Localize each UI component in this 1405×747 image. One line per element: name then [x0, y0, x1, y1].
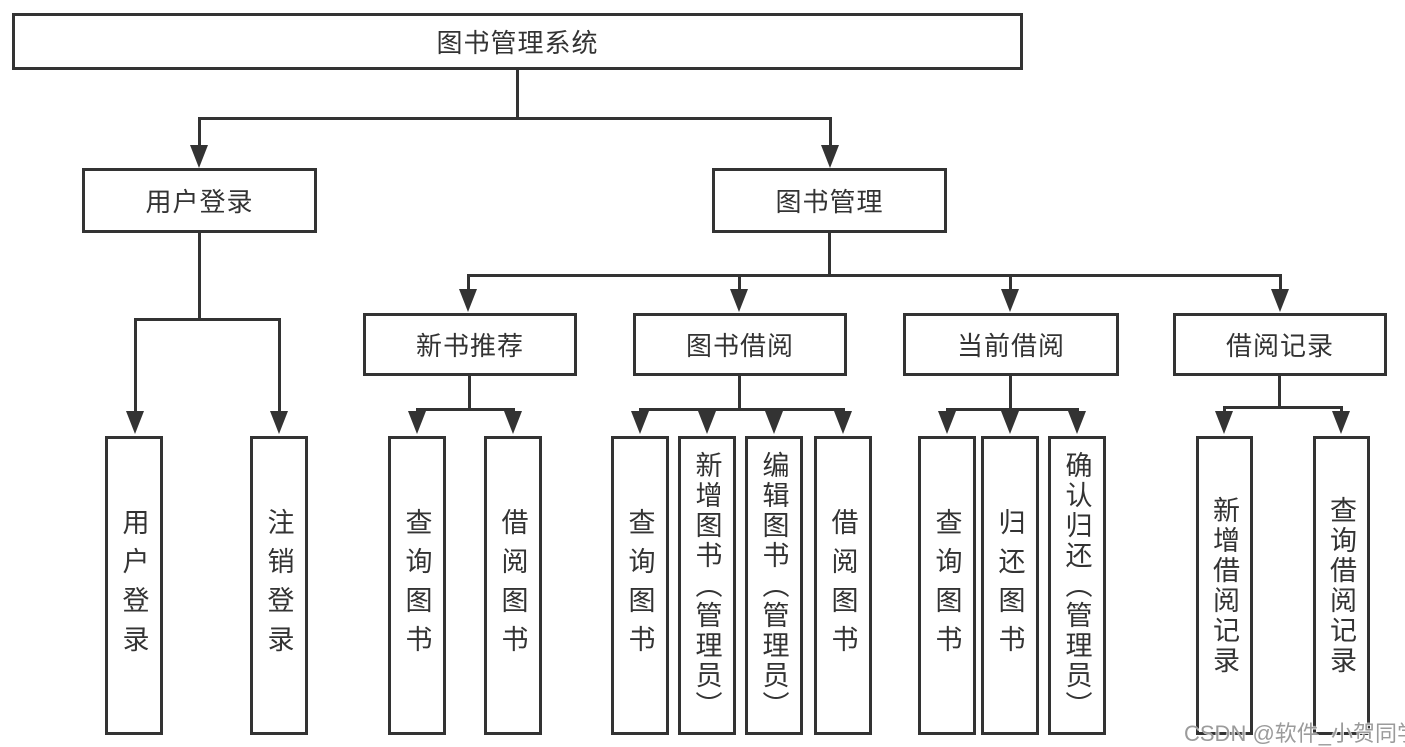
csdn-watermark: CSDN @软件_小贺同学 — [1184, 721, 1405, 746]
leaf-confirm-return-admin: 确认归还（管理员） — [1048, 436, 1106, 735]
connector-line-h — [639, 408, 844, 411]
leaf-borrow-books-recommend: 借阅图书 — [484, 436, 542, 735]
arrow-down-icon — [459, 289, 477, 312]
arrow-down-icon — [190, 145, 208, 168]
leaf-query-books-borrowing: 查询图书 — [611, 436, 669, 735]
arrow-down-icon — [504, 411, 522, 434]
connector-line-v — [1278, 375, 1281, 408]
arrow-down-icon — [698, 411, 716, 434]
arrow-down-icon — [730, 289, 748, 312]
leaf-query-borrow-record: 查询借阅记录 — [1313, 436, 1370, 735]
leaf-borrow-books: 借阅图书 — [814, 436, 872, 735]
connector-line-v — [1009, 408, 1012, 413]
arrow-down-icon — [631, 411, 649, 434]
arrow-down-icon — [1068, 411, 1086, 434]
leaf-add-books-admin: 新增图书（管理员） — [678, 436, 736, 735]
connector-line-v — [198, 232, 201, 321]
connector-line-v — [842, 408, 845, 413]
node-user-login: 用户登录 — [82, 168, 317, 233]
connector-line-h — [1223, 406, 1342, 409]
connector-line-v — [468, 375, 471, 410]
connector-line-v — [1076, 408, 1079, 413]
node-book-borrowing: 图书借阅 — [633, 313, 847, 376]
connector-line-v — [1009, 274, 1012, 291]
connector-line-v — [198, 117, 201, 149]
connector-line-v — [1279, 274, 1282, 291]
node-book-management: 图书管理 — [712, 168, 947, 233]
leaf-logout: 注销登录 — [250, 436, 308, 735]
connector-line-v — [134, 318, 137, 413]
connector-line-v — [416, 408, 419, 413]
arrow-down-icon — [126, 411, 144, 434]
arrow-down-icon — [1271, 289, 1289, 312]
connector-line-v — [467, 274, 470, 291]
connector-line-v — [278, 318, 281, 413]
leaf-add-borrow-record: 新增借阅记录 — [1196, 436, 1253, 735]
connector-line-v — [773, 408, 776, 413]
arrow-down-icon — [408, 411, 426, 434]
leaf-query-books-current: 查询图书 — [918, 436, 976, 735]
node-new-book-recommend: 新书推荐 — [363, 313, 577, 376]
arrow-down-icon — [1215, 411, 1233, 434]
connector-line-v — [829, 117, 832, 149]
connector-line-v — [706, 408, 709, 413]
connector-line-v — [516, 69, 519, 119]
leaf-user-login: 用户登录 — [105, 436, 163, 735]
arrow-down-icon — [938, 411, 956, 434]
arrow-down-icon — [1001, 289, 1019, 312]
arrow-down-icon — [834, 411, 852, 434]
node-root-library-system: 图书管理系统 — [12, 13, 1023, 70]
connector-line-v — [512, 408, 515, 413]
arrow-down-icon — [270, 411, 288, 434]
arrow-down-icon — [821, 145, 839, 168]
leaf-return-books: 归还图书 — [981, 436, 1039, 735]
connector-line-v — [738, 274, 741, 291]
connector-line-h — [467, 274, 1282, 277]
leaf-edit-books-admin: 编辑图书（管理员） — [745, 436, 803, 735]
node-borrowing-records: 借阅记录 — [1173, 313, 1387, 376]
connector-line-v — [738, 375, 741, 410]
arrow-down-icon — [1332, 411, 1350, 434]
connector-line-v — [1340, 406, 1343, 413]
connector-line-v — [639, 408, 642, 413]
connector-line-v — [946, 408, 949, 413]
connector-line-h — [134, 318, 281, 321]
connector-line-v — [1223, 406, 1226, 413]
connector-line-h — [198, 117, 832, 120]
connector-line-h — [416, 408, 514, 411]
node-current-borrowing: 当前借阅 — [903, 313, 1119, 376]
arrow-down-icon — [1001, 411, 1019, 434]
leaf-query-books-recommend: 查询图书 — [388, 436, 446, 735]
connector-line-v — [1009, 375, 1012, 410]
connector-line-v — [828, 232, 831, 277]
connector-line-h — [946, 408, 1078, 411]
arrow-down-icon — [765, 411, 783, 434]
